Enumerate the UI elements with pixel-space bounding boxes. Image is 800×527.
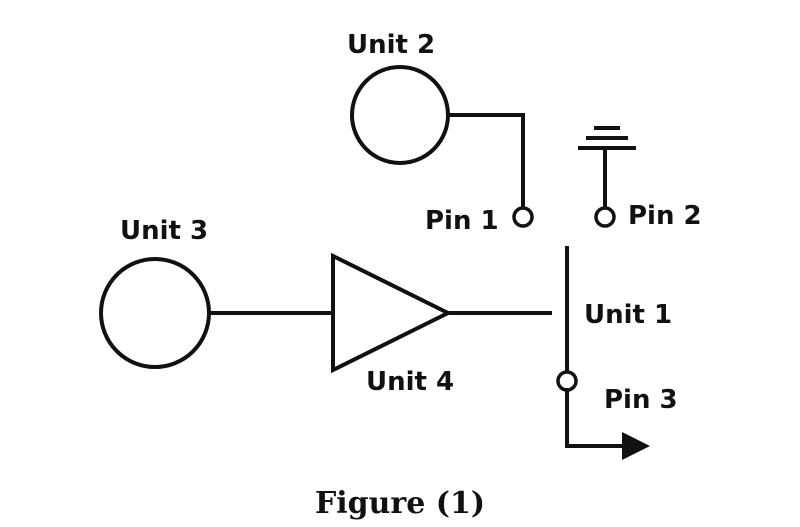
figure-caption: Figure (1) — [315, 486, 485, 521]
pin3-terminal — [556, 370, 578, 392]
unit4-label: Unit 4 — [366, 367, 454, 397]
unit2-label: Unit 2 — [347, 30, 435, 60]
unit4-amplifier-triangle — [331, 252, 453, 374]
unit2-lead-wire — [446, 113, 525, 210]
pin1-label: Pin 1 — [425, 206, 499, 236]
pin3-label: Pin 3 — [604, 385, 678, 415]
output-wire — [565, 388, 630, 448]
pin1-terminal — [512, 206, 534, 228]
unit3-circle — [99, 257, 211, 369]
output-arrow-icon — [622, 432, 650, 460]
unit2-circle — [350, 65, 450, 165]
pin2-terminal — [594, 206, 616, 228]
unit1-label: Unit 1 — [584, 300, 672, 330]
unit3-label: Unit 3 — [120, 216, 208, 246]
pin2-label: Pin 2 — [628, 201, 702, 231]
